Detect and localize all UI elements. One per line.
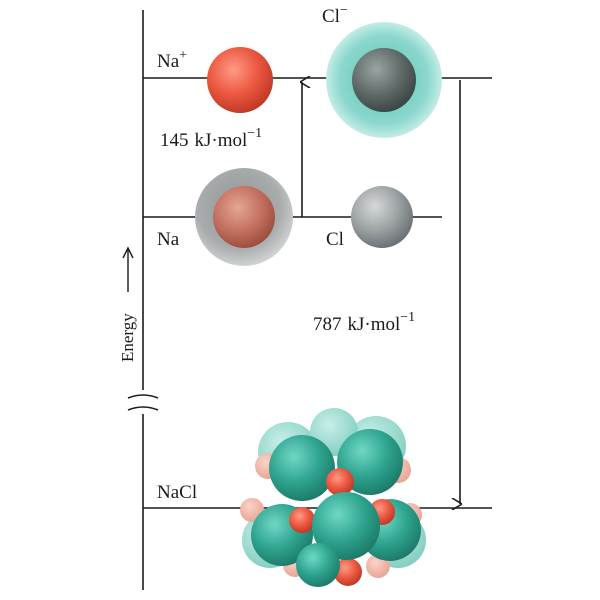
- cl-atom-sphere: [351, 186, 413, 248]
- crystal-na-ion: [326, 468, 354, 496]
- nacl-crystal-cluster: [240, 408, 426, 587]
- axis-break-mark: [127, 394, 159, 411]
- crystal-na-ion: [334, 558, 362, 586]
- crystal-cl-ion-front: [296, 543, 340, 587]
- cl-atom-label: Cl: [326, 229, 344, 250]
- crystal-cl-ion: [269, 435, 335, 501]
- na-atom-label: Na: [157, 229, 180, 250]
- energy-axis-arrow-head: [122, 246, 134, 259]
- na-ion-symbol: Na: [157, 51, 180, 72]
- crystal-cl-ion-front: [312, 492, 380, 560]
- ionization-energy-value: 145: [160, 130, 189, 151]
- crystal-na-ion: [289, 507, 315, 533]
- lattice-energy-exp: −1: [400, 310, 415, 325]
- energy-axis-text: Energy: [118, 313, 137, 362]
- lattice-energy-value: 787: [313, 314, 342, 335]
- ionization-energy-unit: kJ·mol: [195, 130, 248, 151]
- cl-ion-symbol: Cl: [322, 6, 340, 27]
- na-ion-sphere: [207, 47, 273, 113]
- cl-ion-charge: −: [340, 3, 348, 18]
- lattice-energy-label: 787 kJ·mol−1: [313, 310, 415, 335]
- ionization-energy-exp: −1: [247, 126, 262, 141]
- ionization-energy-label: 145 kJ·mol−1: [160, 126, 262, 151]
- na-atom-core: [213, 186, 275, 248]
- energy-axis-label: Energy: [118, 246, 137, 362]
- cl-ion-core: [352, 48, 416, 112]
- lattice-energy-unit: kJ·mol: [348, 314, 401, 335]
- cl-ion-label: Cl−: [322, 3, 348, 27]
- na-ion-label: Na+: [157, 48, 187, 72]
- nacl-label: NaCl: [157, 482, 197, 503]
- na-ion-charge: +: [179, 48, 187, 63]
